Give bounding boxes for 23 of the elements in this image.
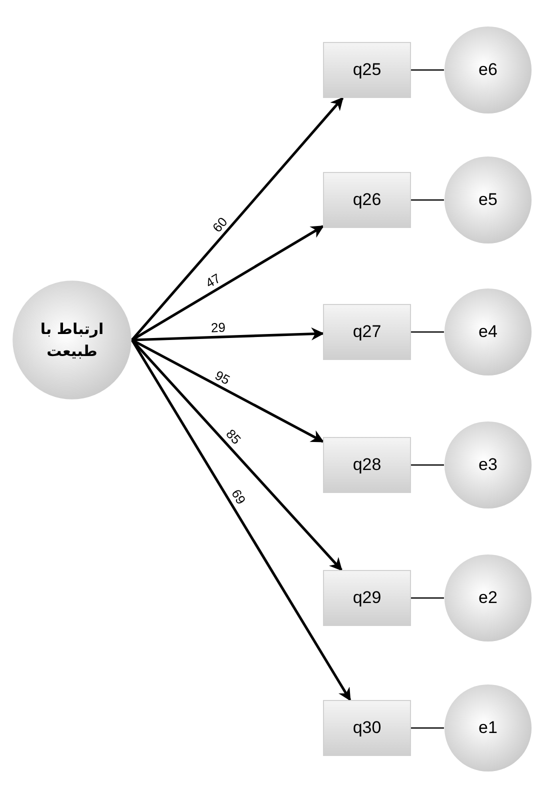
error-circle: e5 [444,156,532,244]
edge-label: 29 [209,320,226,336]
arrow [131,97,344,341]
variable-box: q29 [323,570,411,626]
error-circle: e1 [444,684,532,772]
arrow [132,327,324,342]
error-circle: e4 [444,288,532,376]
connector-line [411,331,444,333]
connector-line [411,727,444,729]
connector-line [411,69,444,71]
arrow [130,339,352,702]
variable-box: q26 [323,172,411,228]
error-circle: e3 [444,421,532,509]
connector-line [411,199,444,201]
variable-box: q25 [323,42,411,98]
error-circle: e2 [444,554,532,642]
variable-box: q28 [323,437,411,493]
variable-box: q30 [323,700,411,756]
variable-box: q27 [323,304,411,360]
latent-circle: ارتباط با طبیعت [12,280,132,400]
error-circle: e6 [444,26,532,114]
connector-line [411,464,444,466]
connector-line [411,597,444,599]
